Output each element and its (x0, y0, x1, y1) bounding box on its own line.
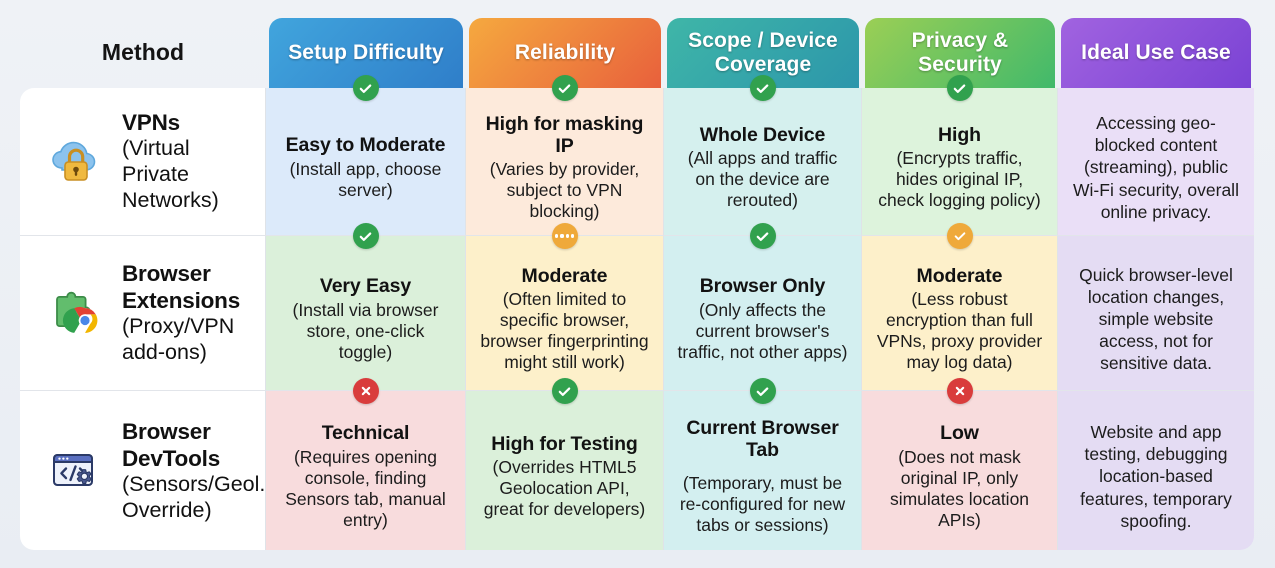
cell-vpns-reliability: High for masking IP (Varies by provider,… (466, 75, 664, 236)
cell-title: Current Browser Tab (686, 416, 839, 461)
comparison-table: Method Setup Difficulty Reliability Scop… (20, 18, 1256, 550)
cell-browser-devtools-reliability: High for Testing (Overrides HTML5 Geoloc… (466, 378, 664, 550)
cell-browser-extensions-ideal-use-case: Quick browser-level location changes, si… (1058, 236, 1254, 391)
cell-browser-extensions-reliability: Moderate (Often limited to specific brow… (466, 223, 664, 391)
dots-badge-icon (551, 223, 578, 249)
cell-browser-extensions-scope: Browser Only (Only affects the current b… (664, 223, 862, 391)
column-header-reliability-label: Reliability (514, 41, 616, 65)
cell-title: High (938, 123, 981, 146)
check-badge-icon (551, 75, 578, 101)
column-header-ideal-use-case-label: Ideal Use Case (1081, 41, 1231, 65)
table-row-vpns-method: VPNs (Virtual Private Networks) (20, 88, 266, 236)
method-title: Browser DevTools (122, 418, 221, 471)
cell-text: Quick browser-level location changes, si… (1079, 264, 1233, 374)
cell-title: Easy to Moderate (285, 134, 446, 157)
cell-subtitle: (Requires opening console, finding Senso… (285, 446, 446, 530)
cell-browser-extensions-setup: Very Easy (Install via browser store, on… (266, 223, 466, 391)
cell-title: High for Testing (491, 432, 638, 455)
cell-browser-devtools-ideal-use-case: Website and app testing, debugging locat… (1058, 391, 1254, 550)
cross-badge-icon (352, 378, 379, 404)
method-label: Browser Extensions (Proxy/VPN add-ons) (122, 260, 255, 366)
cell-browser-devtools-privacy: Low (Does not mask original IP, only sim… (862, 378, 1058, 550)
column-header-ideal-use-case: Ideal Use Case (1061, 18, 1251, 88)
cell-vpns-ideal-use-case: Accessing geo-blocked content (streaming… (1058, 88, 1254, 236)
cell-subtitle: (Varies by provider, subject to VPN bloc… (489, 159, 640, 222)
cross-badge-icon (946, 378, 973, 404)
cell-title: Whole Device (699, 123, 826, 146)
check-badge-icon (946, 75, 973, 101)
cell-title: Browser Only (699, 275, 826, 298)
table-row-browser-extensions-method: Browser Extensions (Proxy/VPN add-ons) (20, 236, 266, 391)
check-badge-icon (551, 378, 578, 404)
cell-subtitle: (Overrides HTML5 Geolocation API, great … (483, 457, 646, 520)
check-badge-icon (749, 378, 776, 404)
cell-subtitle: (Does not mask original IP, only simulat… (889, 446, 1030, 530)
method-label: VPNs (Virtual Private Networks) (122, 109, 255, 213)
cell-text: Website and app testing, debugging locat… (1080, 422, 1232, 531)
cell-browser-devtools-scope: Current Browser Tab (Temporary, must be … (664, 378, 862, 550)
cell-subtitle: (Less robust encryption than full VPNs, … (876, 289, 1043, 373)
cell-subtitle: (All apps and traffic on the device are … (687, 148, 838, 211)
cell-subtitle: (Encrypts traffic, hides original IP, ch… (878, 148, 1041, 211)
cell-title: Low (940, 422, 979, 445)
column-header-scope-device-coverage-label: Scope / Device Coverage (688, 29, 838, 76)
cell-browser-devtools-setup: Technical (Requires opening console, fin… (266, 378, 466, 550)
cell-subtitle: (Often limited to specific browser, brow… (480, 289, 649, 373)
cell-text: Accessing geo-blocked content (streaming… (1073, 113, 1239, 222)
check-badge-icon (352, 75, 379, 101)
cell-subtitle: (Only affects the current browser's traf… (677, 299, 848, 362)
method-subtitle: (Virtual Private Networks) (122, 136, 219, 212)
method-title: VPNs (122, 110, 180, 136)
method-label: Browser DevTools (Sensors/Geol. Override… (122, 418, 265, 524)
cell-subtitle: (Install app, choose server) (289, 158, 442, 200)
check-badge-icon (352, 223, 379, 249)
cell-subtitle: (Install via browser store, one-click to… (292, 299, 439, 362)
column-header-method-label: Method (101, 39, 185, 66)
cell-title: High for masking IP (485, 112, 644, 157)
cell-browser-extensions-privacy: Moderate (Less robust encryption than fu… (862, 223, 1058, 391)
table-row-browser-devtools-method: Browser DevTools (Sensors/Geol. Override… (20, 391, 266, 550)
cell-vpns-scope: Whole Device (All apps and traffic on th… (664, 75, 862, 236)
devtools-window-gear-icon (46, 441, 106, 501)
check-badge-icon (749, 75, 776, 101)
cell-title: Moderate (916, 264, 1003, 287)
column-header-method: Method (20, 18, 266, 88)
cell-vpns-setup: Easy to Moderate (Install app, choose se… (266, 75, 466, 236)
cell-title: Very Easy (319, 275, 412, 298)
method-subtitle: (Sensors/Geol. Override) (122, 471, 266, 522)
cell-subtitle: (Temporary, must be re-configured for ne… (679, 473, 846, 536)
column-header-privacy-security-label: Privacy & Security (911, 29, 1009, 76)
cell-title: Moderate (521, 264, 608, 287)
check-badge-icon (749, 223, 776, 249)
puzzle-chrome-icon (46, 283, 106, 343)
cell-vpns-privacy: High (Encrypts traffic, hides original I… (862, 75, 1058, 236)
check-badge-icon (946, 223, 973, 249)
cell-title: Technical (321, 422, 410, 445)
cloud-lock-icon (46, 132, 106, 192)
method-title: Browser Extensions (122, 261, 241, 314)
method-subtitle: (Proxy/VPN add-ons) (122, 314, 235, 364)
column-header-setup-difficulty-label: Setup Difficulty (288, 41, 444, 65)
